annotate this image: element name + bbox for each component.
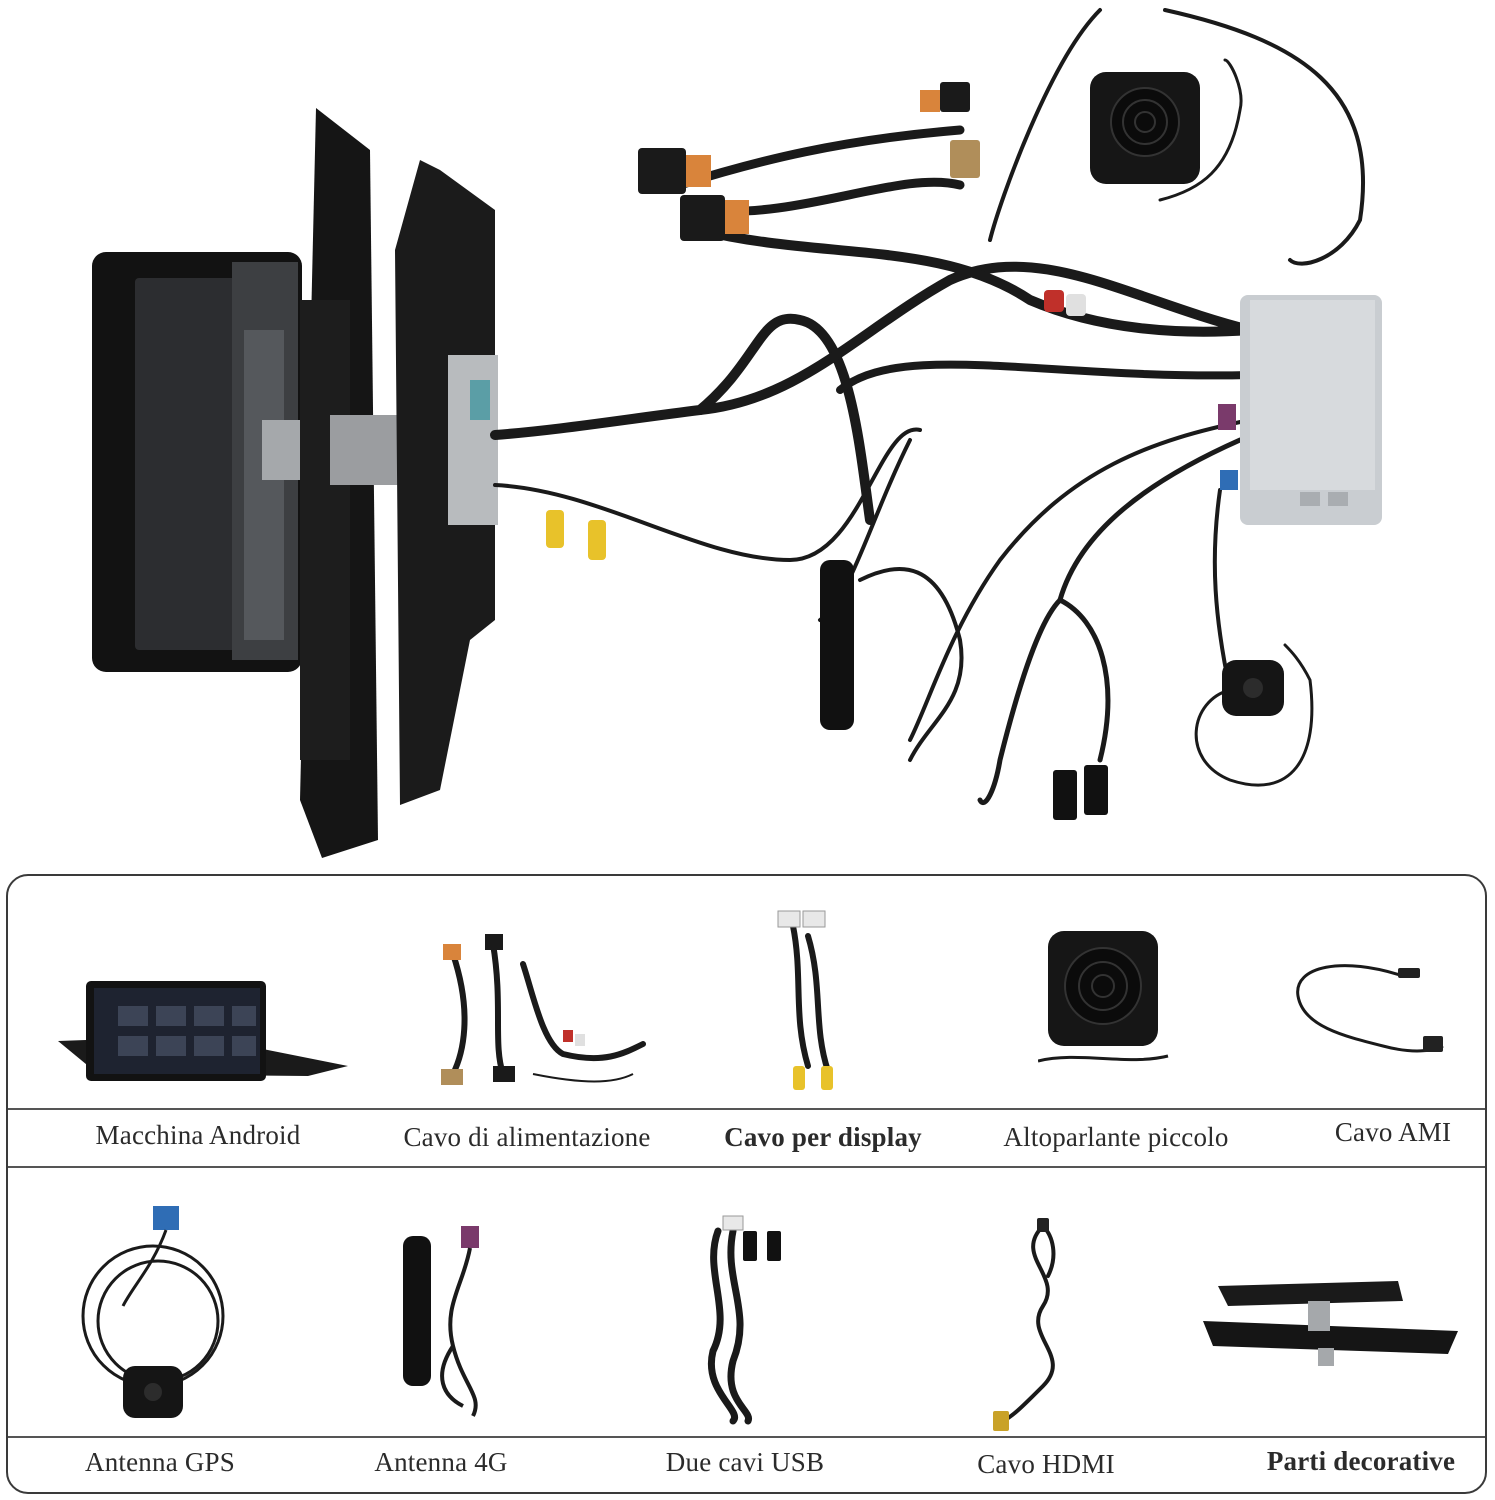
components-panel: Macchina Android Cavo di alimentazione C… [6,874,1487,1494]
component-label-hdmi-cable: Cavo HDMI [977,1449,1115,1479]
usb-plugs-image [1053,765,1108,820]
row-divider-middle [8,1166,1485,1168]
component-label-4g-antenna: Antenna 4G [374,1447,508,1477]
ami-cable-thumbnail [1296,964,1444,1053]
hdmi-cable-thumbnail [993,1218,1056,1431]
gps-puck-image [1222,660,1284,716]
component-label-ami-cable: Cavo AMI [1334,1117,1452,1147]
android-head-unit-thumbnail [58,981,348,1081]
decorative-trim-thumbnail [1203,1281,1458,1366]
row-divider-bottom [8,1436,1485,1438]
decoder-box-image [1218,295,1382,525]
cable-harness-image [490,8,1366,805]
component-label-power-cable: Cavo di alimentazione [403,1122,651,1152]
4g-antenna-stick-image [820,560,854,730]
component-label-android: Macchina Android [95,1120,301,1150]
mounting-bracket-image [395,160,498,805]
4g-antenna-thumbnail [403,1226,479,1417]
rca-plugs-image [546,290,1086,560]
speaker-image [1090,72,1200,184]
power-harness-thumbnail [441,934,646,1085]
row-divider-top [8,1108,1485,1110]
usb-cables-thumbnail [707,1215,781,1425]
component-label-usb-cables: Due cavi USB [665,1447,825,1477]
component-label-decorative-parts: Parti decorative [1266,1446,1456,1476]
gps-antenna-thumbnail [81,1206,225,1418]
display-cable-thumbnail [777,910,833,1090]
component-label-display-cable: Cavo per display [724,1122,922,1152]
small-speaker-thumbnail [1038,931,1169,1063]
connector-blocks-image [638,82,980,241]
trim-bezel-image [300,108,420,858]
component-label-gps-antenna: Antenna GPS [85,1447,235,1477]
product-photo [92,8,1382,858]
component-label-small-speaker: Altoparlante piccolo [1003,1122,1229,1152]
